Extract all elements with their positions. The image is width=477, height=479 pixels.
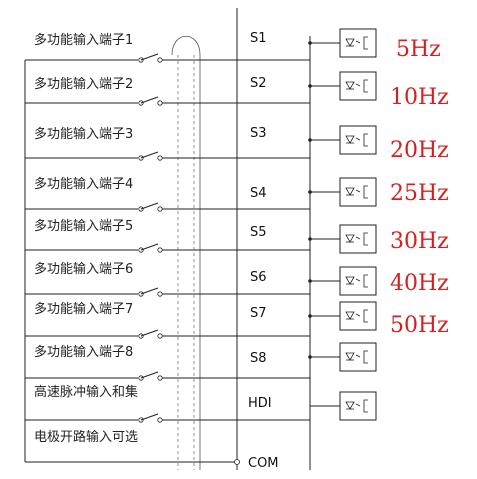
terminal-label: S1: [250, 31, 267, 46]
optocoupler-icon: [339, 266, 377, 296]
hdi-label-line2: 电极开路输入可选: [34, 429, 138, 445]
input-row: 多功能输入端子5 S5 30Hz: [25, 218, 449, 254]
input-label: 多功能输入端子1: [34, 32, 133, 48]
terminal-label: S7: [250, 306, 267, 321]
optocoupler-icon: [339, 28, 377, 58]
com-terminal: COM: [248, 456, 279, 471]
input-label: 多功能输入端子4: [34, 176, 133, 192]
hdi-optocoupler-icon: [339, 391, 377, 421]
input-row: 多功能输入端子2 S2 10Hz: [25, 71, 449, 110]
frequency-label: 10Hz: [390, 85, 449, 110]
terminal-label: S5: [250, 225, 267, 240]
switch-contact-icon: [138, 243, 163, 253]
frequency-label: 20Hz: [390, 138, 449, 163]
terminal-label: S4: [250, 186, 267, 201]
input-label: 多功能输入端子7: [34, 301, 133, 317]
hdi-row: 高速脉冲输入和集 电极开路输入可选 HDI: [25, 384, 377, 445]
optocoupler-icon: [339, 301, 377, 331]
terminal-label: S2: [250, 76, 267, 91]
input-row: 多功能输入端子3 S3 20Hz: [25, 125, 449, 163]
optocoupler-icon: [339, 342, 377, 372]
switch-contact-icon: [138, 371, 163, 381]
frequency-label: 5Hz: [396, 37, 441, 62]
input-row: 多功能输入端子8 S8: [25, 342, 377, 381]
terminal-label: S6: [250, 270, 267, 285]
terminal-label: S3: [250, 126, 267, 141]
optocoupler-icon: [339, 224, 377, 254]
switch-contact-icon: [138, 96, 163, 106]
frequency-label: 50Hz: [390, 313, 449, 338]
frequency-label: 40Hz: [390, 271, 449, 296]
optocoupler-icon: [339, 177, 377, 207]
com-row: COM: [234, 456, 279, 471]
frequency-label: 30Hz: [390, 229, 449, 254]
frequency-label: 25Hz: [390, 181, 449, 206]
switch-contact-icon: [138, 53, 163, 63]
input-label: 多功能输入端子6: [34, 261, 133, 277]
switch-contact-icon: [138, 329, 163, 339]
switch-contact-icon: [138, 202, 163, 212]
input-row: 多功能输入端子1 S1 5Hz: [25, 28, 441, 63]
input-rows: 多功能输入端子1 S1 5Hz 多功能输入端子2 S2 10Hz 多功能输入端子3 S3 20H…: [25, 28, 449, 381]
input-label: 多功能输入端子3: [34, 126, 133, 142]
input-label: 多功能输入端子8: [34, 344, 133, 360]
hdi-label-line1: 高速脉冲输入和集: [34, 384, 138, 400]
switch-contact-icon: [138, 287, 163, 297]
static-wiring: [24, 8, 311, 470]
input-label: 多功能输入端子2: [34, 76, 133, 92]
optocoupler-icon: [339, 125, 377, 155]
optocoupler-icon: [339, 71, 377, 101]
terminal-label: S8: [250, 351, 267, 366]
switch-contact-icon: [138, 151, 163, 161]
input-label: 多功能输入端子5: [34, 218, 133, 234]
input-row: 多功能输入端子7 S7 50Hz: [25, 301, 449, 339]
hdi-terminal: HDI: [248, 396, 272, 411]
